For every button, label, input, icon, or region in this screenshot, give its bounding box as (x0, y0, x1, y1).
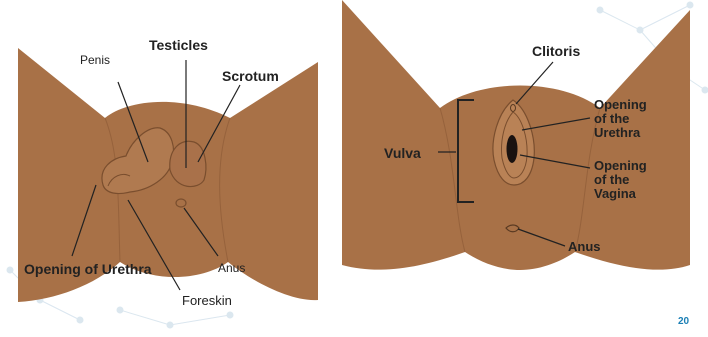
label-anus-right: Anus (568, 240, 601, 253)
label-vagina-line-1: Opening (594, 159, 647, 173)
vaginal-opening-mark (507, 135, 518, 163)
label-vagina-line-2: of the (594, 173, 647, 187)
label-clitoris: Clitoris (532, 44, 580, 58)
label-opening-of-the-urethra: Opening of the Urethra (594, 98, 647, 140)
label-testicles: Testicles (149, 38, 208, 52)
label-vagina-line-3: Vagina (594, 187, 647, 201)
label-scrotum: Scrotum (222, 69, 279, 83)
label-opening-of-the-vagina: Opening of the Vagina (594, 159, 647, 201)
label-penis: Penis (80, 54, 110, 66)
scrotum-shape (170, 141, 206, 186)
label-urethra-line-1: Opening (594, 98, 647, 112)
label-anus-left: Anus (218, 262, 245, 274)
label-urethra-line-3: Urethra (594, 126, 647, 140)
label-opening-of-urethra-left: Opening of Urethra (24, 262, 152, 276)
label-urethra-line-2: of the (594, 112, 647, 126)
page-number: 20 (678, 316, 689, 327)
label-vulva: Vulva (384, 146, 421, 160)
label-foreskin: Foreskin (182, 294, 232, 307)
